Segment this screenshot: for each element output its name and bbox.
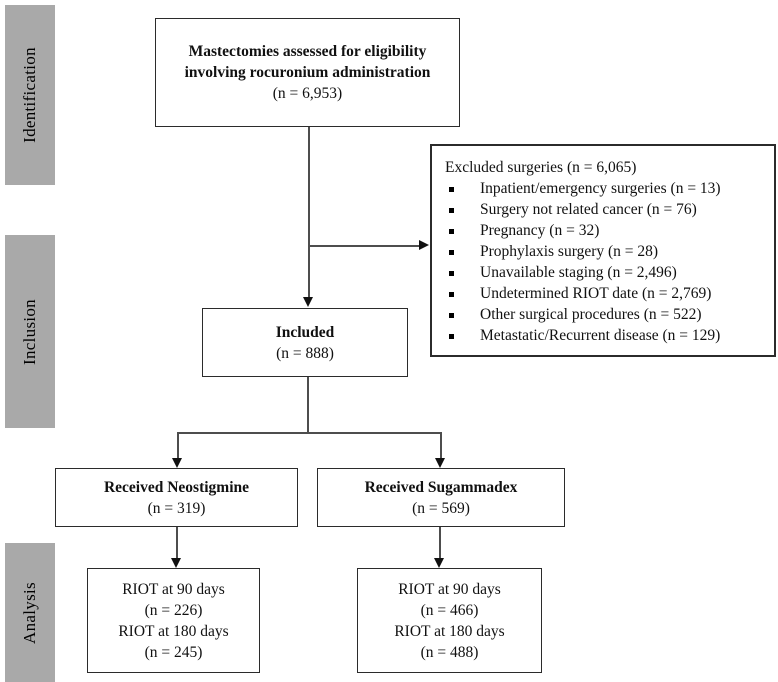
- excluded-item: Prophylaxis surgery (n = 28): [445, 241, 766, 262]
- included-n: (n = 888): [276, 344, 334, 362]
- excluded-item: Metastatic/Recurrent disease (n = 129): [445, 325, 766, 346]
- excluded-item: Inpatient/emergency surgeries (n = 13): [445, 178, 766, 199]
- excluded-title-bold: Excluded surgeries (: [445, 159, 573, 176]
- excluded-item: Pregnancy (n = 32): [445, 220, 766, 241]
- bullet-square-icon: [449, 186, 454, 192]
- excluded-item-text: Other surgical procedures (n = 522): [480, 306, 702, 323]
- neostigmine-n: (n = 319): [147, 499, 206, 517]
- stage-bar-identification: Identification: [5, 5, 55, 185]
- riot-suga-line2: (n = 466): [420, 601, 479, 619]
- assessed-title-line1: Mastectomies assessed for eligibility: [188, 43, 427, 60]
- riot-neo-line1: RIOT at 90 days: [122, 580, 225, 598]
- excluded-item-text: Pregnancy (n = 32): [480, 222, 600, 239]
- excluded-item-text: Inpatient/emergency surgeries (n = 13): [480, 180, 721, 197]
- connector-split-horizontal: [177, 432, 441, 434]
- bullet-square-icon: [449, 333, 454, 339]
- riot-suga-line1: RIOT at 90 days: [398, 580, 501, 598]
- arrowhead-down-icon: [434, 558, 444, 568]
- excluded-item: Surgery not related cancer (n = 76): [445, 199, 766, 220]
- excluded-item: Other surgical procedures (n = 522): [445, 304, 766, 325]
- riot-suga-line4: (n = 488): [420, 643, 479, 661]
- box-excluded-surgeries: Excluded surgeries (n = 6,065) Inpatient…: [430, 144, 776, 357]
- connector-neo-to-riot: [176, 527, 178, 559]
- connector-split-left: [177, 432, 179, 459]
- neostigmine-title: Received Neostigmine: [103, 478, 250, 496]
- excluded-title-rest: n = 6,065): [572, 159, 637, 176]
- bullet-square-icon: [449, 312, 454, 318]
- box-received-neostigmine: Received Neostigmine (n = 319): [55, 468, 298, 527]
- box-included: Included (n = 888): [202, 308, 408, 377]
- excluded-item-text: Undetermined RIOT date (n = 2,769): [480, 285, 712, 302]
- stage-label-inclusion: Inclusion: [20, 298, 39, 365]
- box-riot-sugammadex: RIOT at 90 days (n = 466) RIOT at 180 da…: [357, 568, 542, 673]
- excluded-item: Unavailable staging (n = 2,496): [445, 262, 766, 283]
- bullet-square-icon: [449, 228, 454, 234]
- stage-bar-inclusion: Inclusion: [5, 235, 55, 428]
- stage-label-analysis: Analysis: [20, 581, 39, 644]
- box-received-sugammadex: Received Sugammadex (n = 569): [317, 468, 565, 527]
- riot-neo-line4: (n = 245): [144, 643, 203, 661]
- connector-included-down: [307, 377, 309, 433]
- riot-neo-line3: RIOT at 180 days: [118, 622, 229, 640]
- assessed-title-line2: involving rocuronium administration: [184, 64, 431, 81]
- excluded-title: Excluded surgeries (n = 6,065): [445, 157, 766, 178]
- excluded-item: Undetermined RIOT date (n = 2,769): [445, 283, 766, 304]
- arrowhead-down-icon: [172, 458, 182, 468]
- connector-suga-to-riot: [439, 527, 441, 559]
- stage-bar-analysis: Analysis: [5, 543, 55, 682]
- excluded-item-text: Metastatic/Recurrent disease (n = 129): [480, 327, 721, 344]
- bullet-square-icon: [449, 249, 454, 255]
- arrowhead-down-icon: [435, 458, 445, 468]
- bullet-square-icon: [449, 270, 454, 276]
- riot-neo-line2: (n = 226): [144, 601, 203, 619]
- excluded-item-text: Unavailable staging (n = 2,496): [480, 264, 677, 281]
- excluded-item-text: Prophylaxis surgery (n = 28): [480, 243, 659, 260]
- sugammadex-title: Received Sugammadex: [364, 478, 518, 496]
- sugammadex-n: (n = 569): [412, 499, 470, 517]
- connector-split-right: [440, 432, 442, 459]
- riot-suga-line3: RIOT at 180 days: [394, 622, 505, 640]
- bullet-square-icon: [449, 291, 454, 297]
- arrowhead-down-icon: [171, 558, 181, 568]
- box-riot-neostigmine: RIOT at 90 days (n = 226) RIOT at 180 da…: [87, 568, 260, 673]
- arrowhead-down-icon: [303, 297, 313, 307]
- box-assessed-for-eligibility: Mastectomies assessed for eligibility in…: [155, 18, 460, 127]
- included-title: Included: [275, 323, 335, 341]
- bullet-square-icon: [449, 207, 454, 213]
- connector-assessed-to-included: [308, 127, 310, 297]
- assessed-n: (n = 6,953): [272, 85, 343, 102]
- stage-label-identification: Identification: [20, 47, 39, 143]
- excluded-item-text: Surgery not related cancer (n = 76): [480, 201, 697, 218]
- arrowhead-right-icon: [419, 240, 429, 250]
- connector-to-excluded: [308, 245, 420, 247]
